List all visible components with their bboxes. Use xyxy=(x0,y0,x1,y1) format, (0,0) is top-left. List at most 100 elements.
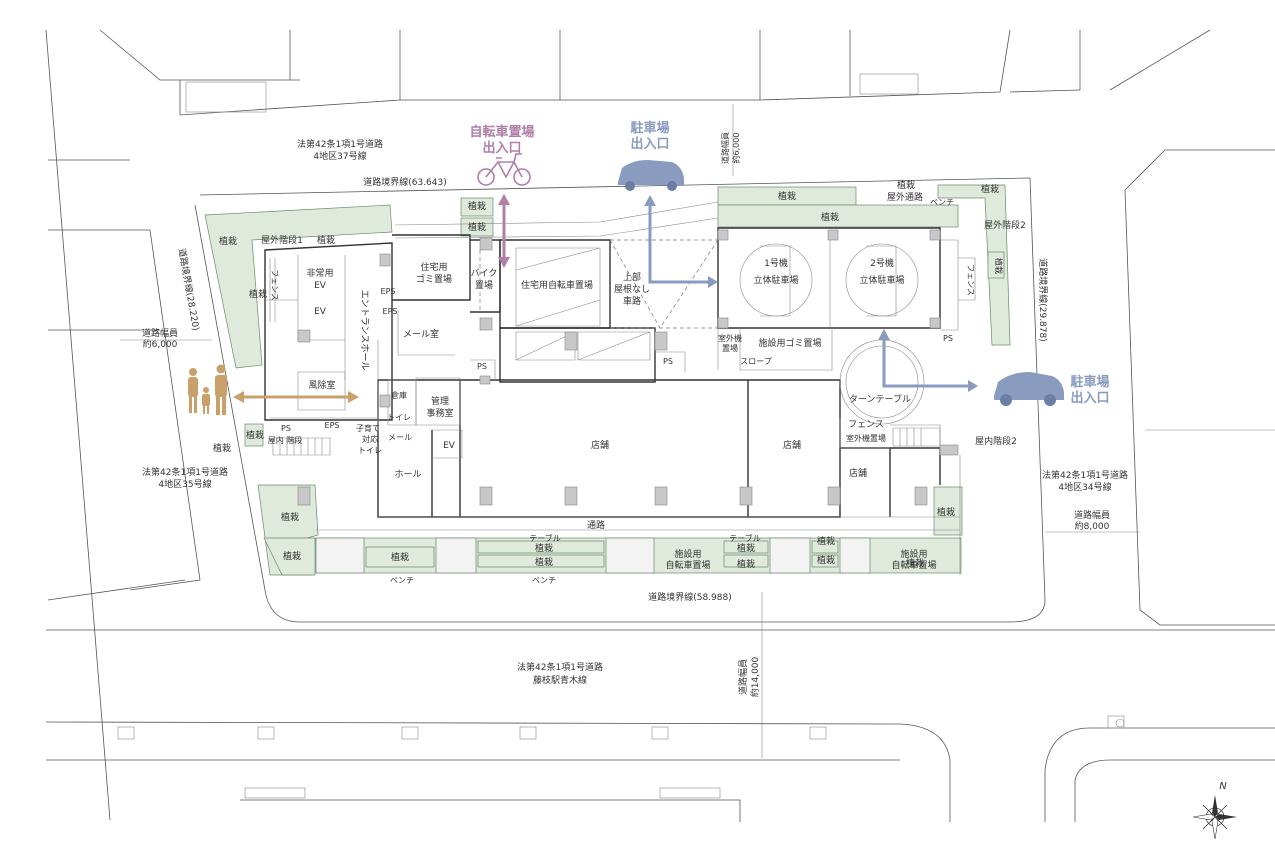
label-planting-w: 植栽 xyxy=(249,288,267,300)
car-north-arrow xyxy=(648,202,712,284)
road-west-line2: 4地区35号線 xyxy=(158,478,211,490)
road-west-width-label: 道路幅員 xyxy=(142,327,178,339)
road-east-boundary: 道路境界線(29.878) xyxy=(1037,258,1049,342)
label-bench-1: ベンチ xyxy=(390,576,414,585)
car-north-access-line1: 駐車場 xyxy=(630,120,669,136)
label-shop-2: 店舗 xyxy=(783,439,801,451)
label-planting-nw: 植栽 xyxy=(219,235,237,247)
label-ev-2: EV xyxy=(443,441,456,451)
label-planting-w2: 植栽 xyxy=(246,429,264,441)
label-eps-2: EPS xyxy=(383,307,398,316)
road-north-line2: 4地区37号線 xyxy=(313,150,366,162)
label-parking1-2: 立体駐車場 xyxy=(753,274,798,286)
label-planting-s4: 植栽 xyxy=(737,542,755,554)
access-markers: 自転車置場 出入口 駐車場 出入口 駐車場 出入口 xyxy=(188,120,1110,415)
label-outdoor-passage: 屋外通路 xyxy=(887,191,923,203)
label-shop-1: 店舗 xyxy=(591,439,609,451)
label-bike-parking-2: 置場 xyxy=(475,279,493,291)
label-fac-bicycle-2a: 施設用 xyxy=(900,548,927,560)
label-toilet: トイレ xyxy=(387,413,411,422)
label-eps-3: EPS xyxy=(325,421,340,430)
label-mail: メール xyxy=(388,433,412,442)
label-emergency-ev-1: 非常用 xyxy=(306,267,333,279)
label-planting-sw1: 植栽 xyxy=(281,511,299,523)
label-childcare-2: 対応 xyxy=(362,434,378,444)
label-table-1: テーブル xyxy=(529,533,561,543)
label-planting-n6: 植栽 xyxy=(897,179,915,191)
label-fence-s: フェンス xyxy=(848,420,884,430)
road-south-line2: 藤枝駅青木線 xyxy=(533,674,587,686)
road-west-line1: 法第42条1項1号道路 xyxy=(142,466,228,478)
label-outdoor-unit-area: 室外機置場 xyxy=(846,433,886,443)
label-entrance-hall: エントランスホール xyxy=(359,290,370,371)
label-fence-e: フェンス xyxy=(966,264,975,296)
label-planting-n2: 植栽 xyxy=(468,200,486,212)
road-south-boundary: 道路境界線(58.988) xyxy=(648,591,732,603)
label-res-garbage-2: ゴミ置場 xyxy=(416,273,452,285)
label-bench-3: ベンチ xyxy=(930,198,954,207)
label-planting-n1: 植栽 xyxy=(317,234,335,246)
road-south-line1: 法第42条1項1号道路 xyxy=(517,661,603,673)
label-planting-s8: 植栽 xyxy=(906,557,924,569)
label-parking1-1: 1号機 xyxy=(764,257,788,269)
label-parking2-2: 立体駐車場 xyxy=(859,274,904,286)
room-labels: 植栽 植栽 屋外階段1 植栽 フェンス 非常用 EV EV エントランスホール … xyxy=(213,179,1026,585)
label-fence-w: フェンス xyxy=(270,269,279,301)
label-planting-w3: 植栽 xyxy=(213,442,231,454)
label-wind-room: 風除室 xyxy=(308,379,335,391)
pedestrian-icon xyxy=(188,364,227,415)
label-planting-s3: 植栽 xyxy=(535,556,553,568)
label-table-2: テーブル xyxy=(729,533,761,543)
car-north-access-line2: 出入口 xyxy=(630,136,669,152)
label-ev-1: EV xyxy=(314,307,327,317)
compass-north-label: N xyxy=(1219,781,1227,792)
label-planting-n3: 植栽 xyxy=(468,221,486,233)
label-turntable: ターンテーブル xyxy=(849,393,911,405)
road-north-width-label: 道路幅員 xyxy=(720,132,730,164)
label-emergency-ev-2: EV xyxy=(314,281,327,291)
road-north-boundary: 道路境界線(63.643) xyxy=(363,176,447,188)
compass-icon: N xyxy=(1192,781,1237,840)
label-planting-e: 植栽 xyxy=(994,258,1004,274)
label-bike-parking-1: バイク xyxy=(471,268,498,279)
road-north-width-value: 約6,000 xyxy=(731,133,741,164)
label-planting-s2: 植栽 xyxy=(535,542,553,554)
car-east-access-line1: 駐車場 xyxy=(1070,374,1109,390)
bicycle-icon xyxy=(477,153,531,186)
road-east-width-value: 約8,000 xyxy=(1075,520,1110,532)
label-storage: 倉庫 xyxy=(391,390,407,400)
building-walls xyxy=(264,201,976,575)
label-outdoor-unit-2: 置場 xyxy=(722,343,738,353)
label-outdoor-unit-1: 室外機 xyxy=(718,333,742,343)
label-planting-s7: 植栽 xyxy=(817,554,835,566)
label-eps-1: EPS xyxy=(381,287,396,296)
label-planting-s1: 植栽 xyxy=(391,551,409,563)
road-south-width-value: 約14,000 xyxy=(749,656,761,697)
car-icon-east xyxy=(994,372,1064,406)
label-fac-bicycle-1a: 施設用 xyxy=(674,548,701,560)
car-icon-north xyxy=(618,160,684,191)
label-planting-n5: 植栽 xyxy=(821,211,839,223)
label-res-garbage-1: 住宅用 xyxy=(420,261,447,273)
planting-areas xyxy=(204,184,1011,576)
road-south-width-label: 道路幅員 xyxy=(737,659,749,695)
label-outdoor-stair1: 屋外階段1 xyxy=(261,234,303,246)
label-mgmt-2: 事務室 xyxy=(426,407,453,419)
car-east-arrow xyxy=(882,336,972,388)
label-planting-s6: 植栽 xyxy=(817,535,835,547)
label-no-roof-2: 屋根なし xyxy=(614,283,650,295)
label-planting-s5: 植栽 xyxy=(737,558,755,570)
road-west-boundary: 道路境界線(28.220) xyxy=(176,247,202,331)
label-ps-4: PS xyxy=(281,424,291,433)
label-ps-1: PS xyxy=(477,362,487,371)
label-indoor-stair1: 屋内 階段 xyxy=(268,435,303,445)
label-hall: ホール xyxy=(394,469,421,480)
label-mgmt-1: 管理 xyxy=(431,395,449,407)
label-parking2-1: 2号機 xyxy=(870,257,894,269)
label-fac-bicycle-2b: 自転車置場 xyxy=(891,559,936,571)
label-no-roof-3: 車路 xyxy=(623,295,641,307)
label-bench-2: ベンチ xyxy=(532,576,556,585)
road-west-width-value: 約6,000 xyxy=(143,338,178,350)
label-no-roof-1: 上部 xyxy=(623,271,641,283)
